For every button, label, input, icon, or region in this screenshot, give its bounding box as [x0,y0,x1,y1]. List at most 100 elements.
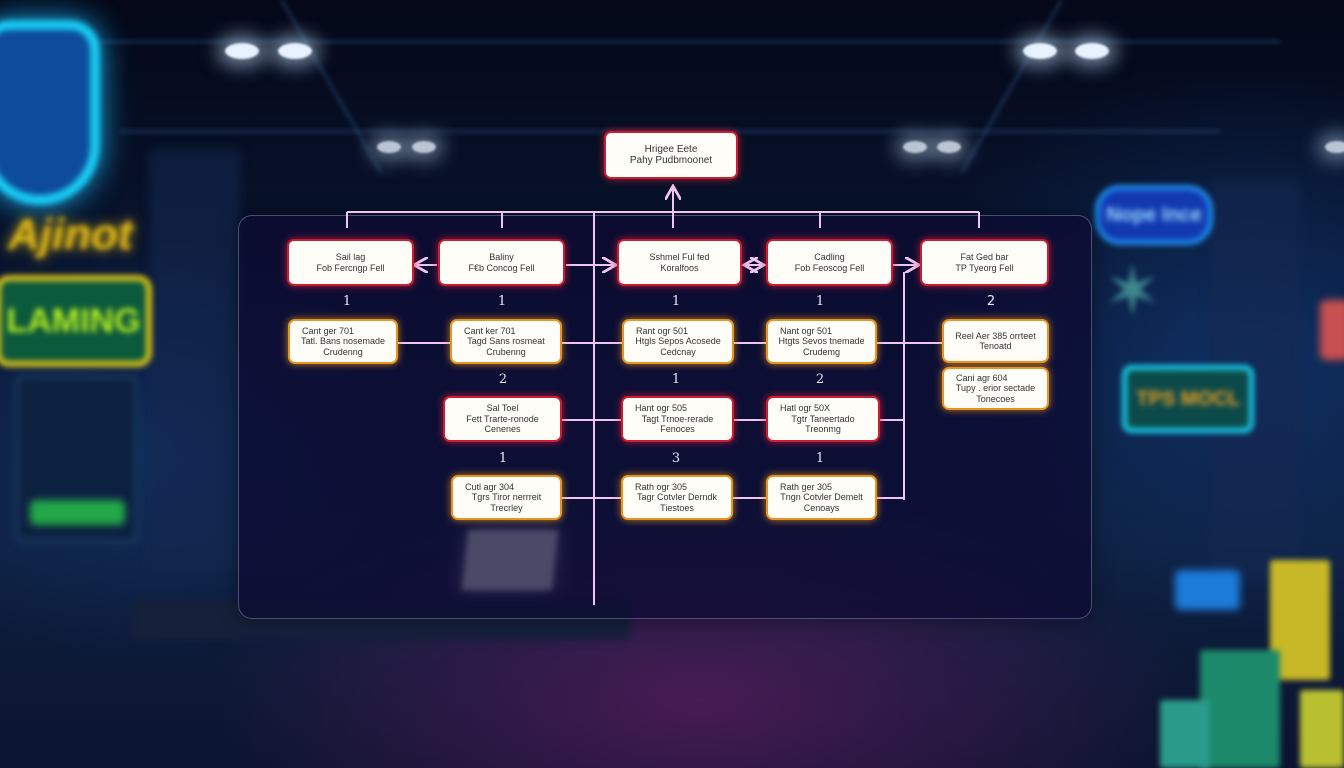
node-subtitle: TP Tyeorg Fell [955,262,1014,273]
level4-node[interactable]: Rath ogr 305 Tagr Cotvler Derndk Tiestoe… [621,475,733,520]
neon-sign-top: TPS MOCL [1122,365,1254,433]
ceiling-light [278,43,312,59]
level3-node[interactable]: Hatl ogr 50X Tgtr Taneertado Treonmg [766,396,880,442]
node-detail: Crudenng [323,346,363,357]
node-subtitle: Fob Fercngp Fell [316,262,385,273]
ceiling-beam [80,40,1280,43]
node-title: Sal Toel [486,403,519,414]
level1-node[interactable]: Sail lag Fob Fercngp Fell [287,239,414,286]
level1-node[interactable]: Fat Ged bar TP Tyeorg Fell [920,239,1049,286]
neon-sign-cyan [0,20,100,205]
node-detail: Cenenes [484,424,521,435]
level1-node[interactable]: Baliny F€b Concog Fell [438,239,565,286]
node-title: Cadling [814,252,845,263]
arcade-cabinet-light [30,500,125,525]
count-label: 2 [815,372,825,387]
count-label: 1 [671,294,681,309]
node-subtitle: Tngn Cotvler Demelt [780,492,863,503]
node-title: Cutl agr 304 [465,481,515,492]
node-title: Hrigee Eete [644,143,698,155]
node-subtitle: Fett Trarte-ronode [466,413,539,424]
node-subtitle: Tenoatd [979,341,1012,351]
level2-node[interactable]: Cant ger 701 Tatl. Bans nosemade Crudenn… [288,319,398,364]
node-subtitle: Tgrs Tiror nerrreit [471,492,542,503]
wall-column [150,150,240,570]
count-label: 2 [498,372,508,387]
count-label: 1 [498,451,508,466]
count-label: 3 [671,451,681,466]
count-label: 1 [497,294,507,309]
node-title: Reel Aer 385 orrteet [955,330,1036,341]
node-subtitle: Tagr Cotvler Derndk [636,492,718,503]
node-subtitle: Htgts Sevos tnemade [778,336,865,347]
chip-stack [1200,650,1280,768]
star-icon: ✶ [1103,252,1162,330]
level1-node[interactable]: Cadling Fob Feoscog Fell [766,239,893,286]
ceiling-light [1023,43,1057,59]
level2-node[interactable]: Cant ker 701 Tagd Sans rosmeat Crubenng [450,319,562,364]
level3-node[interactable]: Sal Toel Fett Trarte-ronode Cenenes [443,396,562,442]
neon-sign-blue: Nope Ince [1095,185,1213,245]
root-node[interactable]: Hrigee Eete Pahy Pudbmoonet [604,131,738,179]
node-title: Rath ger 305 [780,481,833,492]
ceiling-light [377,141,401,153]
node-detail: Cedcnay [660,346,696,357]
node-subtitle: Koralfoos [660,262,699,273]
node-subtitle: Tagt Trnoe-rerade [641,413,714,424]
arcade-light [1175,570,1240,610]
level2-node[interactable]: Cani agr 604 Tupy . erior sectade Toneco… [942,367,1049,410]
node-detail: Crubenng [486,346,526,357]
neon-sign-yellow: Ajinot [8,210,133,259]
node-subtitle: Tgtr Taneertado [791,413,855,424]
node-title: Fat Ged bar [960,252,1009,263]
node-subtitle: Tupy . erior sectade [955,383,1036,394]
node-title: Cani agr 604 [956,372,1008,383]
count-label: 1 [815,294,825,309]
count-label: 1 [815,451,825,466]
ceiling-light [937,141,961,153]
node-detail: Cenoays [803,502,840,513]
neon-sign-green: LAMING [0,275,152,367]
node-subtitle: F€b Concog Fell [468,262,535,273]
count-label: 1 [342,294,352,309]
node-subtitle: Tatl. Bans nosemade [300,336,386,347]
node-title: Hatl ogr 50X [780,403,831,414]
chip-stack [1270,560,1330,680]
node-subtitle: Pahy Pudbmoonet [629,155,713,166]
node-title: Cant ker 701 [464,325,516,336]
node-detail: Tiestoes [660,502,694,513]
node-detail: Trecrley [490,502,523,513]
node-title: Cant ger 701 [302,325,355,336]
ceiling-light [412,141,436,153]
node-title: Nant ogr 501 [780,325,833,336]
level4-node[interactable]: Rath ger 305 Tngn Cotvler Demelt Cenoays [766,475,877,520]
node-title: Sshmel Ful fed [649,252,710,263]
level2-node[interactable]: Rant ogr 501 Htgls Sepos Acosede Cedcnay [622,319,734,364]
node-subtitle: Htgls Sepos Acosede [635,336,721,347]
chip-stack [1160,700,1210,768]
arcade-light [1320,300,1344,360]
ceiling-light [1325,141,1344,153]
ceiling-light [903,141,927,153]
count-label: 1 [671,372,681,387]
node-title: Rath ogr 305 [635,481,688,492]
node-detail: Fenoces [660,424,695,435]
level2-node[interactable]: Nant ogr 501 Htgts Sevos tnemade Crudemg [766,319,877,364]
level1-node[interactable]: Sshmel Ful fed Koralfoos [617,239,742,286]
node-detail: Treonmg [805,424,841,435]
ceiling-light [1075,43,1109,59]
node-detail: Crudemg [802,346,840,357]
level4-node[interactable]: Cutl agr 304 Tgrs Tiror nerrreit Trecrle… [451,475,562,520]
node-detail: Tonecoes [976,393,1015,404]
chip-stack [1300,690,1344,768]
count-label: 2 [986,294,996,309]
level3-node[interactable]: Hant ogr 505 Tagt Trnoe-rerade Fenoces [621,396,734,442]
node-title: Hant ogr 505 [635,403,688,414]
node-title: Rant ogr 501 [636,325,689,336]
ceiling-light [225,43,259,59]
node-subtitle: Fob Feoscog Fell [794,262,865,273]
node-title: Baliny [489,252,514,263]
level2-node[interactable]: Reel Aer 385 orrteet Tenoatd [942,319,1049,363]
node-title: Sail lag [335,252,366,263]
